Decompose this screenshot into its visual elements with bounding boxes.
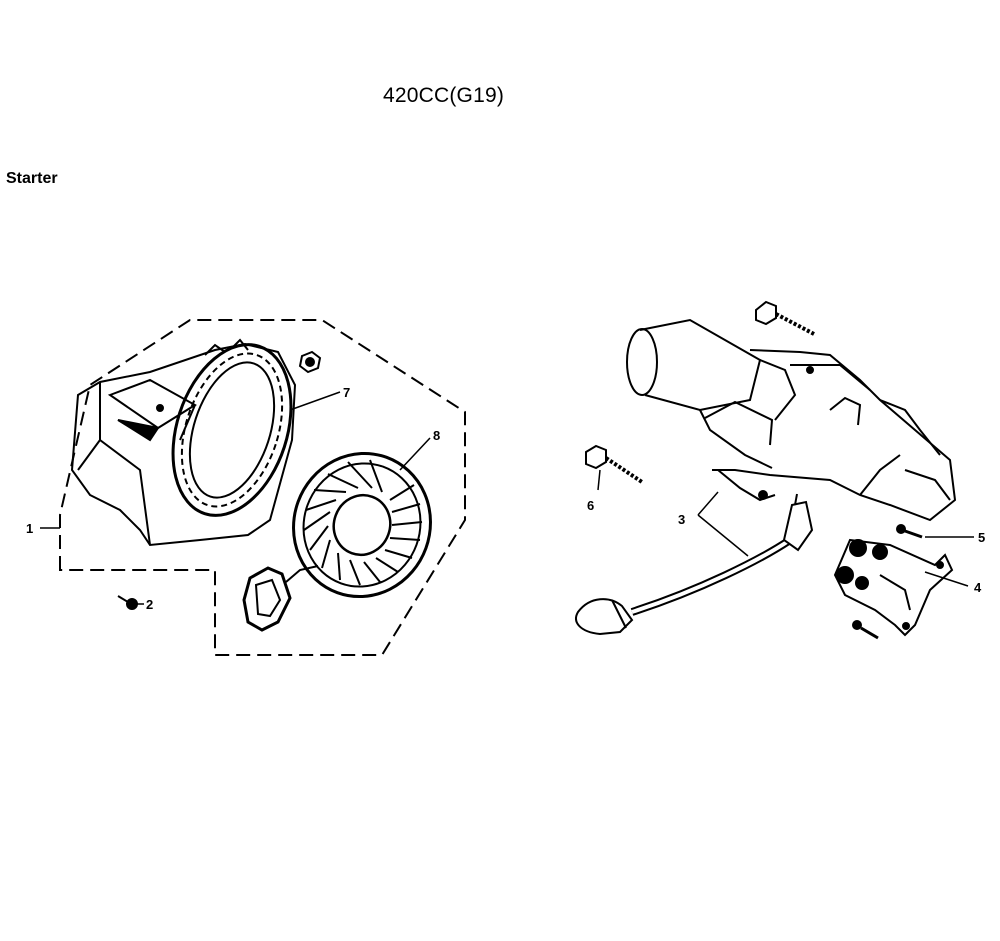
callout-6: 6	[587, 498, 594, 513]
assembly-boundary-dashed	[59, 319, 466, 656]
screw-part	[117, 595, 138, 610]
bolt-upper	[755, 300, 815, 336]
callout-2: 2	[146, 597, 153, 612]
callout-4: 4	[974, 580, 982, 595]
callout-5: 5	[978, 530, 985, 545]
fan-cover-part	[70, 338, 297, 547]
section-title: Starter	[6, 170, 58, 187]
callout-7: 7	[343, 385, 350, 400]
callout-3: 3	[678, 512, 685, 527]
screw-lower	[852, 620, 879, 640]
recoil-starter-part	[242, 451, 432, 632]
callout-8: 8	[433, 428, 440, 443]
diagram-title: 420CC(G19)	[383, 84, 505, 107]
nut-part	[298, 350, 322, 374]
starter-cable-part	[575, 493, 814, 636]
starter-motor-part	[626, 318, 957, 522]
bolt-part-6	[585, 444, 644, 484]
solenoid-part	[833, 538, 954, 637]
callout-1: 1	[26, 521, 33, 536]
screw-part-5	[896, 524, 923, 539]
leader-lines	[40, 391, 974, 605]
